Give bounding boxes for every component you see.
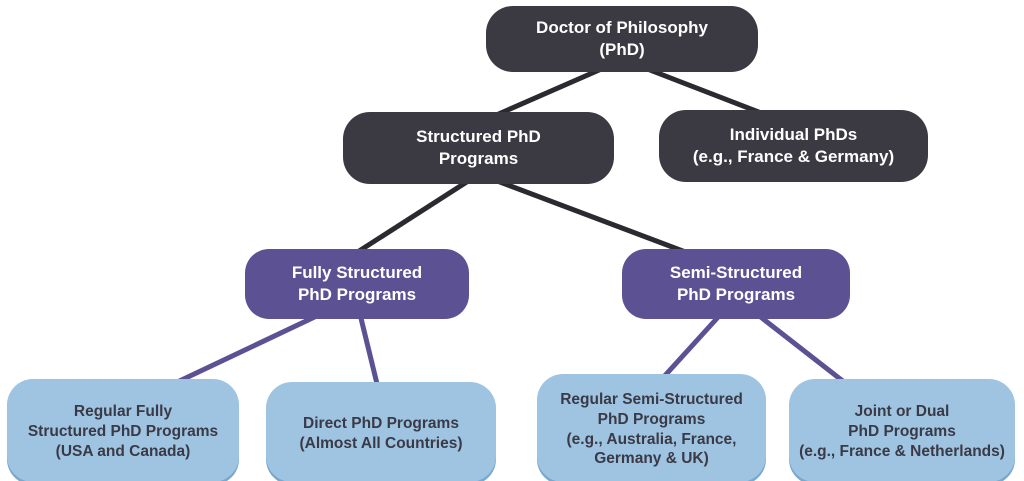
node-regular-semi-structured: Regular Semi-Structured PhD Programs (e.… (537, 374, 766, 481)
node-fully-structured-phd-programs: Fully Structured PhD Programs (245, 249, 469, 319)
node-direct-phd-programs: Direct PhD Programs (Almost All Countrie… (266, 382, 496, 481)
connector-fully-direct (355, 303, 383, 399)
node-joint-or-dual-phd-programs: Joint or Dual PhD Programs (e.g., France… (789, 379, 1015, 481)
node-structured-phd-programs: Structured PhD Programs (343, 112, 614, 184)
node-regular-fully-structured: Regular Fully Structured PhD Programs (U… (7, 379, 239, 481)
node-individual-phds: Individual PhDs (e.g., France & Germany) (659, 110, 928, 182)
node-semi-structured-phd-programs: Semi-Structured PhD Programs (622, 249, 850, 319)
connector-structured-fully (339, 173, 479, 265)
connector-structured-semi (481, 173, 715, 265)
node-doctor-of-philosophy: Doctor of Philosophy (PhD) (486, 6, 758, 72)
